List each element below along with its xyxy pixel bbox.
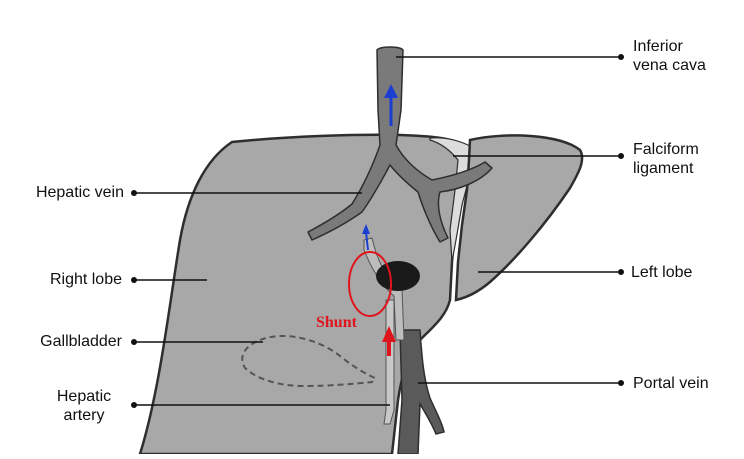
label-hepatic-vein-text: Hepatic vein — [12, 183, 124, 202]
portal-vein-shape — [398, 330, 444, 454]
label-falciform-ligament-line-2: ligament — [633, 159, 699, 178]
label-inferior-vena-cava: Inferior vena cava — [633, 37, 706, 75]
label-inferior-vena-cava-line-1: Inferior — [633, 37, 706, 56]
label-hepatic-artery: Hepatic artery — [52, 387, 116, 425]
shunt-mass-shape — [376, 261, 420, 291]
label-portal-vein: Portal vein — [633, 374, 709, 393]
label-gallbladder-text: Gallbladder — [12, 332, 122, 351]
label-inferior-vena-cava-line-2: vena cava — [633, 56, 706, 75]
label-left-lobe-text: Left lobe — [631, 263, 692, 282]
label-right-lobe-text: Right lobe — [12, 270, 122, 289]
label-gallbladder: Gallbladder — [12, 332, 122, 351]
label-shunt: Shunt — [316, 314, 357, 332]
label-falciform-ligament: Falciform ligament — [633, 140, 699, 178]
label-hepatic-vein: Hepatic vein — [12, 183, 124, 202]
label-right-lobe: Right lobe — [12, 270, 122, 289]
label-left-lobe: Left lobe — [631, 263, 692, 282]
label-hepatic-artery-line-1: Hepatic — [52, 387, 116, 406]
label-hepatic-artery-line-2: artery — [52, 406, 116, 425]
label-portal-vein-text: Portal vein — [633, 374, 709, 393]
label-falciform-ligament-line-1: Falciform — [633, 140, 699, 159]
left-lobe-shape — [456, 135, 582, 300]
